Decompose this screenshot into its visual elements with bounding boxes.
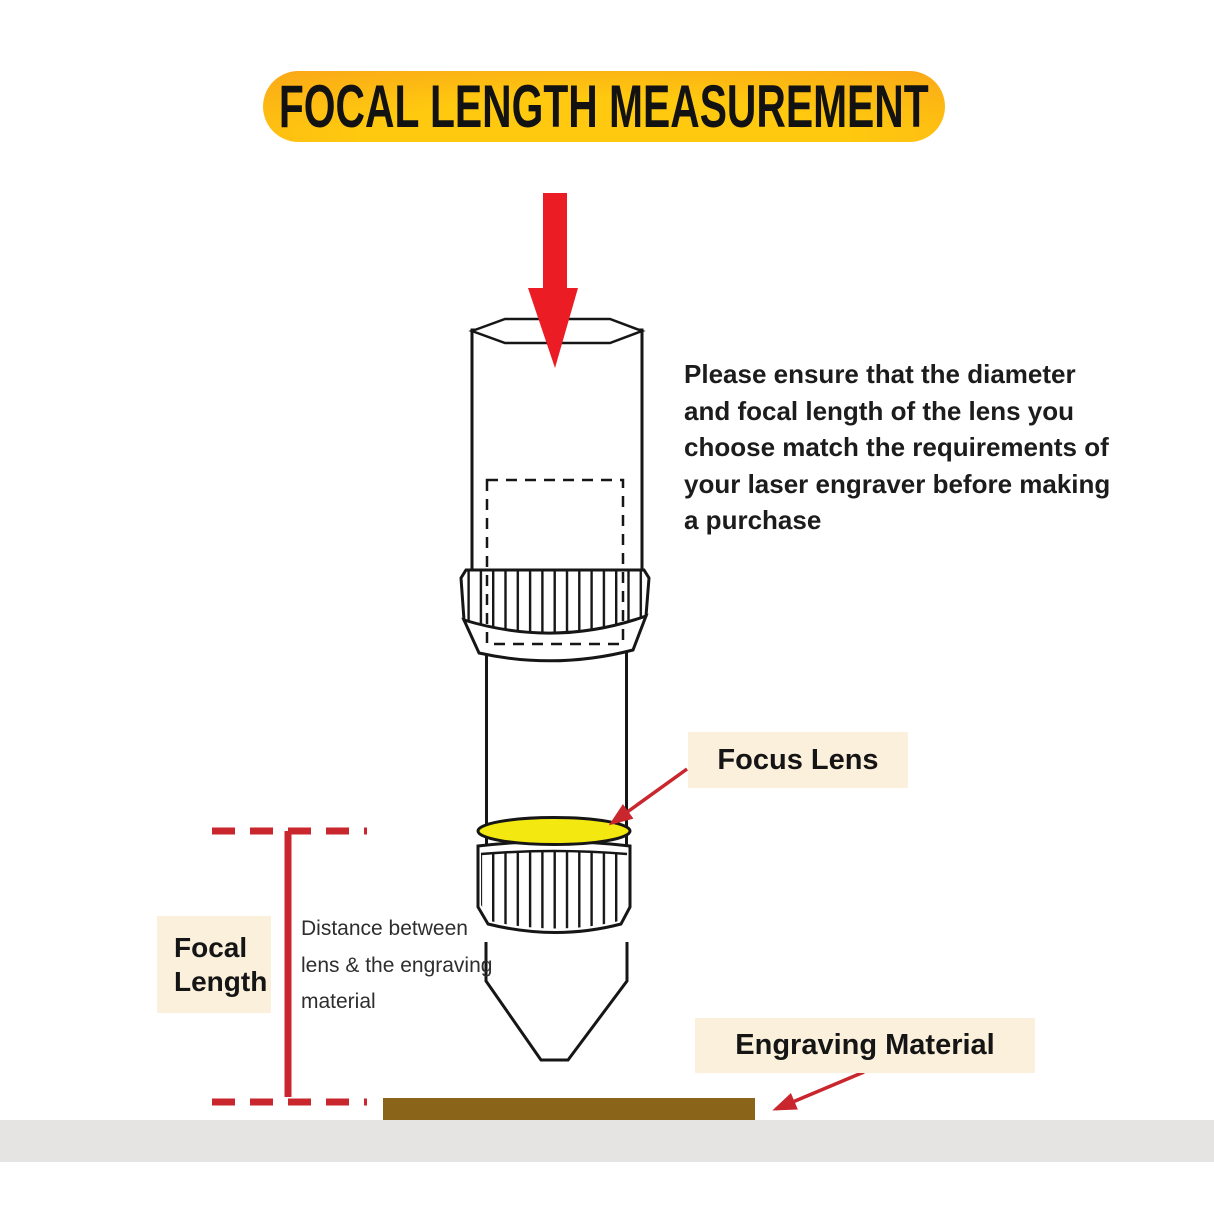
laser-beam-arrow-icon: [528, 193, 578, 368]
focal-length-label-line: Length: [174, 965, 268, 997]
title-banner: FOCAL LENGTH MEASUREMENT: [263, 71, 945, 142]
advisory-note-line: a purchase: [684, 505, 822, 535]
engraving-material-pointer-arrow-icon: [772, 1070, 865, 1111]
lens-holder-band-line: [480, 849, 628, 856]
focal-length-label-line: Focal: [174, 931, 248, 963]
focus-lens-label: Focus Lens: [688, 732, 908, 788]
focus-lens-glass: [476, 816, 632, 846]
focal-length-measure: [212, 827, 367, 1106]
focal-length-description-line: Distance between: [301, 917, 468, 940]
focal-length-label: Focal Length: [157, 916, 271, 1013]
page-title: FOCAL LENGTH MEASUREMENT: [279, 73, 929, 140]
engraving-material-bar: [383, 1098, 755, 1120]
focus-lens-pointer-arrow-icon: [608, 767, 689, 826]
lens-position-dashed-outline: [485, 478, 625, 646]
focal-length-description-line: material: [301, 990, 376, 1013]
advisory-note-line: and focal length of the lens you: [684, 395, 1075, 426]
engraving-material-label: Engraving Material: [695, 1018, 1035, 1073]
laser-nozzle-cone: [484, 942, 629, 1062]
advisory-note-line: choose match the requirements of: [684, 432, 1109, 462]
focal-length-description: Distance between lens & the engraving ma…: [301, 911, 492, 1021]
laser-head: [459, 317, 651, 1062]
focal-length-description-line: lens & the engraving: [301, 953, 493, 977]
advisory-note-line: Please ensure that the diameter: [684, 359, 1076, 389]
focus-lens-label-text: Focus Lens: [717, 743, 879, 776]
adjustment-ring-collar: [461, 613, 649, 663]
engraving-material-label-text: Engraving Material: [735, 1029, 995, 1061]
work-surface-base: [0, 1120, 1214, 1162]
advisory-note-line: your laser engraver before making: [684, 468, 1111, 499]
advisory-note: Please ensure that the diameter and foca…: [684, 356, 1110, 539]
laser-head-upper-tube: [470, 328, 644, 572]
lens-holder-knurling: [481, 851, 627, 929]
